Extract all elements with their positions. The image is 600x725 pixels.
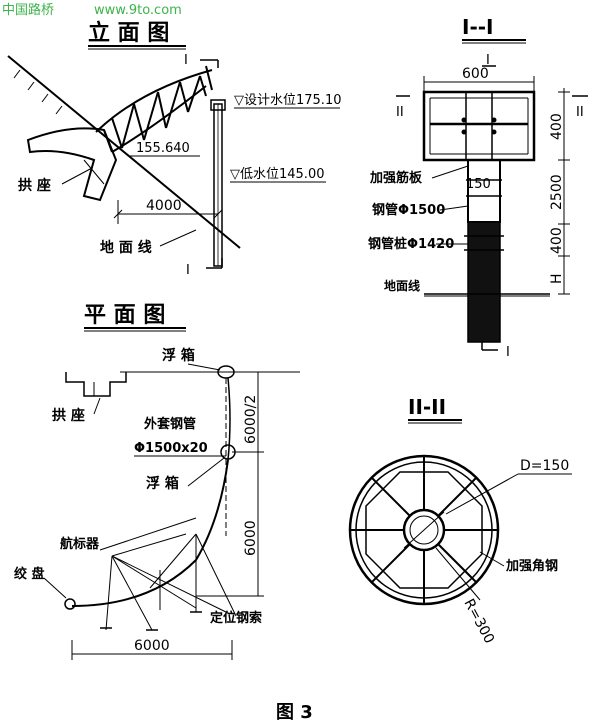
section-i-title: I--I [462,15,493,39]
section-i-width-600: 600 [462,66,489,82]
plan-positioning-cable: 定位钢索 [209,610,262,626]
section-ii-r300: R=300 [460,596,497,646]
plan-title: 平 面 图 [84,303,165,328]
section-i-mark-ii-right: II [576,105,584,120]
float-box-section [422,90,536,162]
plan-nav-marker: 航标器 [60,536,100,552]
steel-pile-section [467,221,501,343]
plan-dim-6000-v: 6000 [243,520,259,556]
plan-float-box: 浮 箱 [146,475,179,492]
truss-arm [95,65,213,153]
section-i-mark-ii-left: II [396,105,404,120]
plan-outer-pipe: 外套钢管 [143,416,196,432]
low-water-level: ▽低水位145.00 [230,167,325,182]
section-i-dim-h: H [549,273,565,284]
steel-pile-label: 钢管桩Φ1420 [368,236,454,252]
plan-winch: 绞 盘 [14,566,45,582]
section-ii-spokes [350,456,498,604]
section-i-dim-2500: 2500 [549,174,565,210]
section-i-mark-bottom: I [506,345,510,360]
section-i-mark-top: I [486,53,490,68]
elevation-title: 立 面 图 [88,20,169,46]
plan-cables [105,533,237,631]
plan-view: 平 面 图 浮 箱 拱 座 外套钢管 Φ1500x20 6000/2 6000 … [14,303,300,660]
stiffener-plate-label: 加强筋板 [369,170,423,186]
section-i-ground-line: 地面线 [384,278,420,293]
section-ii-title: II-II [408,395,446,419]
section-i-dim-150: 150 [466,177,491,192]
elevation-support-label: 拱 座 [18,177,51,194]
plan-float-box-top: 浮 箱 [162,347,195,364]
elevation-section-mark-top: I [184,53,188,68]
elevation-section-mark-bottom: I [186,263,190,278]
slope-line [7,55,241,249]
plan-dim-6000-h: 6000 [134,638,170,654]
elevation-view: 立 面 图 I [7,20,342,278]
plan-support-label: 拱 座 [52,407,85,424]
watermark-url: www.9to.com [94,3,182,18]
section-ii-view: II-II D=150 加强角钢 R=300 [348,395,572,646]
section-i-dim-400-top: 400 [549,113,565,140]
figure-caption: 图 3 [276,702,313,723]
section-i-dim-400-bottom: 400 [549,227,565,254]
elevation-value: 155.640 [136,141,190,156]
section-i-view: I--I I 600 II II 400 [368,15,588,360]
steel-pipe-label: 钢管Φ1500 [372,202,445,218]
section-ii-stiffener-angle: 加强角钢 [505,558,558,574]
plan-dim-6000-2: 6000/2 [243,395,259,444]
elevation-dim-4000: 4000 [146,198,182,214]
plan-winch-marker [64,598,76,610]
plan-support-block [65,372,127,397]
section-ii-octagon [365,471,483,589]
watermark-cn: 中国路桥 [2,2,54,18]
design-water-level: ▽设计水位175.10 [234,93,342,108]
section-ii-d150: D=150 [520,458,569,474]
plan-outer-pipe-size: Φ1500x20 [134,441,208,456]
arch-support [26,127,118,202]
elevation-ground-line: 地 面 线 [100,239,152,256]
